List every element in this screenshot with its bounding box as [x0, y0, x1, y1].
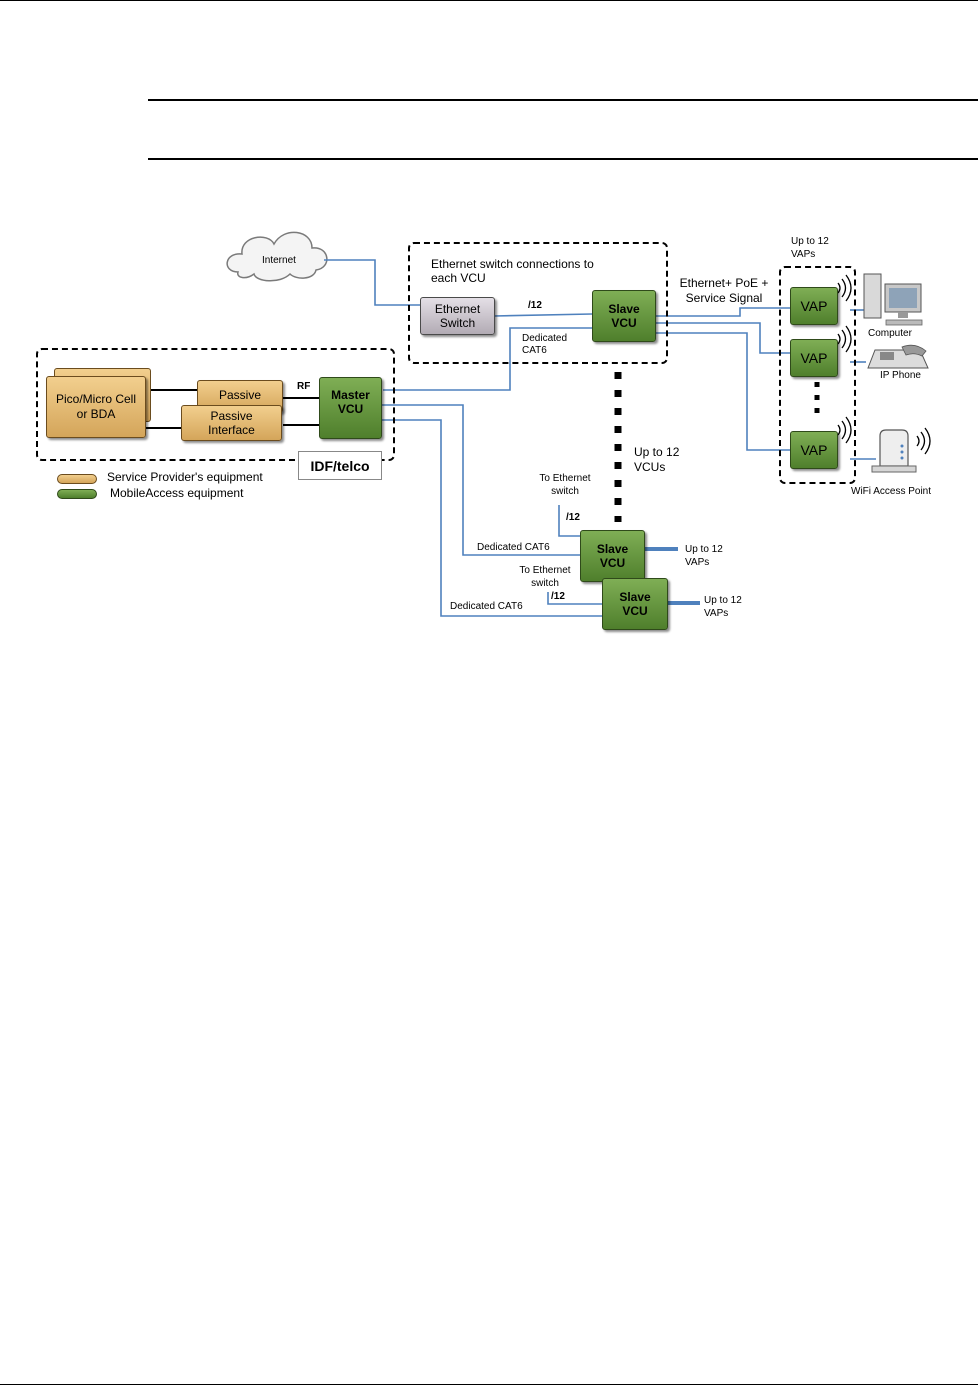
vap-group: [779, 266, 856, 484]
legend-mobileaccess-label: MobileAccess equipment: [110, 486, 244, 500]
master-vcu-box: Master VCU: [319, 377, 382, 439]
passive-label: Passive: [218, 387, 262, 402]
slave-vcu-label-2: Slave VCU: [596, 542, 629, 570]
ethernet-poe-label: Ethernet+ PoE + Service Signal: [679, 276, 769, 305]
ethernet-switch-group: [408, 242, 668, 364]
ethernet-switch-label: Ethernet Switch: [434, 302, 481, 330]
ethernet-switch-box: Ethernet Switch: [420, 297, 495, 335]
header-rule-lower: [148, 158, 978, 160]
pico-micro-label: Pico/Micro Cell or BDA: [56, 392, 137, 421]
passive-interface-box: Passive Interface: [181, 405, 282, 441]
legend-service-provider-swatch: [57, 474, 97, 484]
ip-phone-icon: [867, 344, 929, 369]
port-count-label: /12: [528, 300, 542, 311]
legend-mobileaccess-swatch: [57, 489, 97, 499]
vap-label-2: VAP: [800, 350, 828, 366]
internet-label: Internet: [262, 255, 296, 266]
to-ethernet-switch-label-1: To Ethernet switch: [539, 473, 591, 497]
idf-telco-label-box: IDF/telco: [298, 451, 382, 480]
up-to-12-vcus-label: Up to 12 VCUs: [634, 445, 680, 474]
computer-icon: [863, 273, 923, 326]
slave-vcu-box-3: Slave VCU: [602, 578, 668, 630]
dedicated-cat6-label: Dedicated CAT6: [522, 333, 568, 356]
vap-box-2: VAP: [790, 339, 838, 377]
dedicated-cat6-label-3: Dedicated CAT6: [450, 601, 523, 612]
vap-label-1: VAP: [800, 298, 828, 314]
computer-label: Computer: [868, 328, 912, 339]
up-to-12-vaps-top: Up to 12 VAPs: [791, 236, 829, 260]
header-rule-upper: [148, 99, 978, 101]
port-count-label-3: /12: [551, 591, 565, 602]
port-count-label-2: /12: [566, 512, 580, 523]
pico-micro-box: Pico/Micro Cell or BDA: [46, 376, 146, 438]
wifi-ap-label: WiFi Access Point: [851, 486, 932, 497]
vap-label-3: VAP: [800, 442, 828, 458]
slave-vcu-label: Slave VCU: [608, 302, 640, 330]
rf-label: RF: [297, 381, 311, 392]
idf-telco-label: IDF/telco: [310, 457, 370, 474]
top-rule: [0, 0, 978, 1]
up-to-12-vaps-2: Up to 12 VAPs: [685, 544, 723, 568]
wifi-access-point-icon: [871, 429, 917, 473]
slave-vcu-box-2: Slave VCU: [580, 530, 645, 582]
slave-vcu-label-3: Slave VCU: [619, 590, 651, 618]
master-vcu-label: Master VCU: [331, 388, 370, 416]
dedicated-cat6-label-2: Dedicated CAT6: [477, 542, 550, 553]
slave-vcu-box: Slave VCU: [592, 290, 656, 342]
to-ethernet-switch-label-2: To Ethernet switch: [519, 565, 571, 589]
ip-phone-label: IP Phone: [880, 370, 921, 381]
bottom-rule: [0, 1384, 978, 1385]
vap-box-3: VAP: [790, 431, 838, 469]
up-to-12-vaps-3: Up to 12 VAPs: [704, 595, 742, 619]
ethernet-switch-group-label: Ethernet switch connections to each VCU: [431, 257, 594, 285]
legend-service-provider-label: Service Provider's equipment: [107, 470, 263, 484]
idf-telco-group: [36, 348, 395, 461]
vap-box-1: VAP: [790, 287, 838, 325]
internet-cloud-icon: [226, 231, 328, 282]
passive-interface-label: Passive Interface: [208, 409, 255, 437]
